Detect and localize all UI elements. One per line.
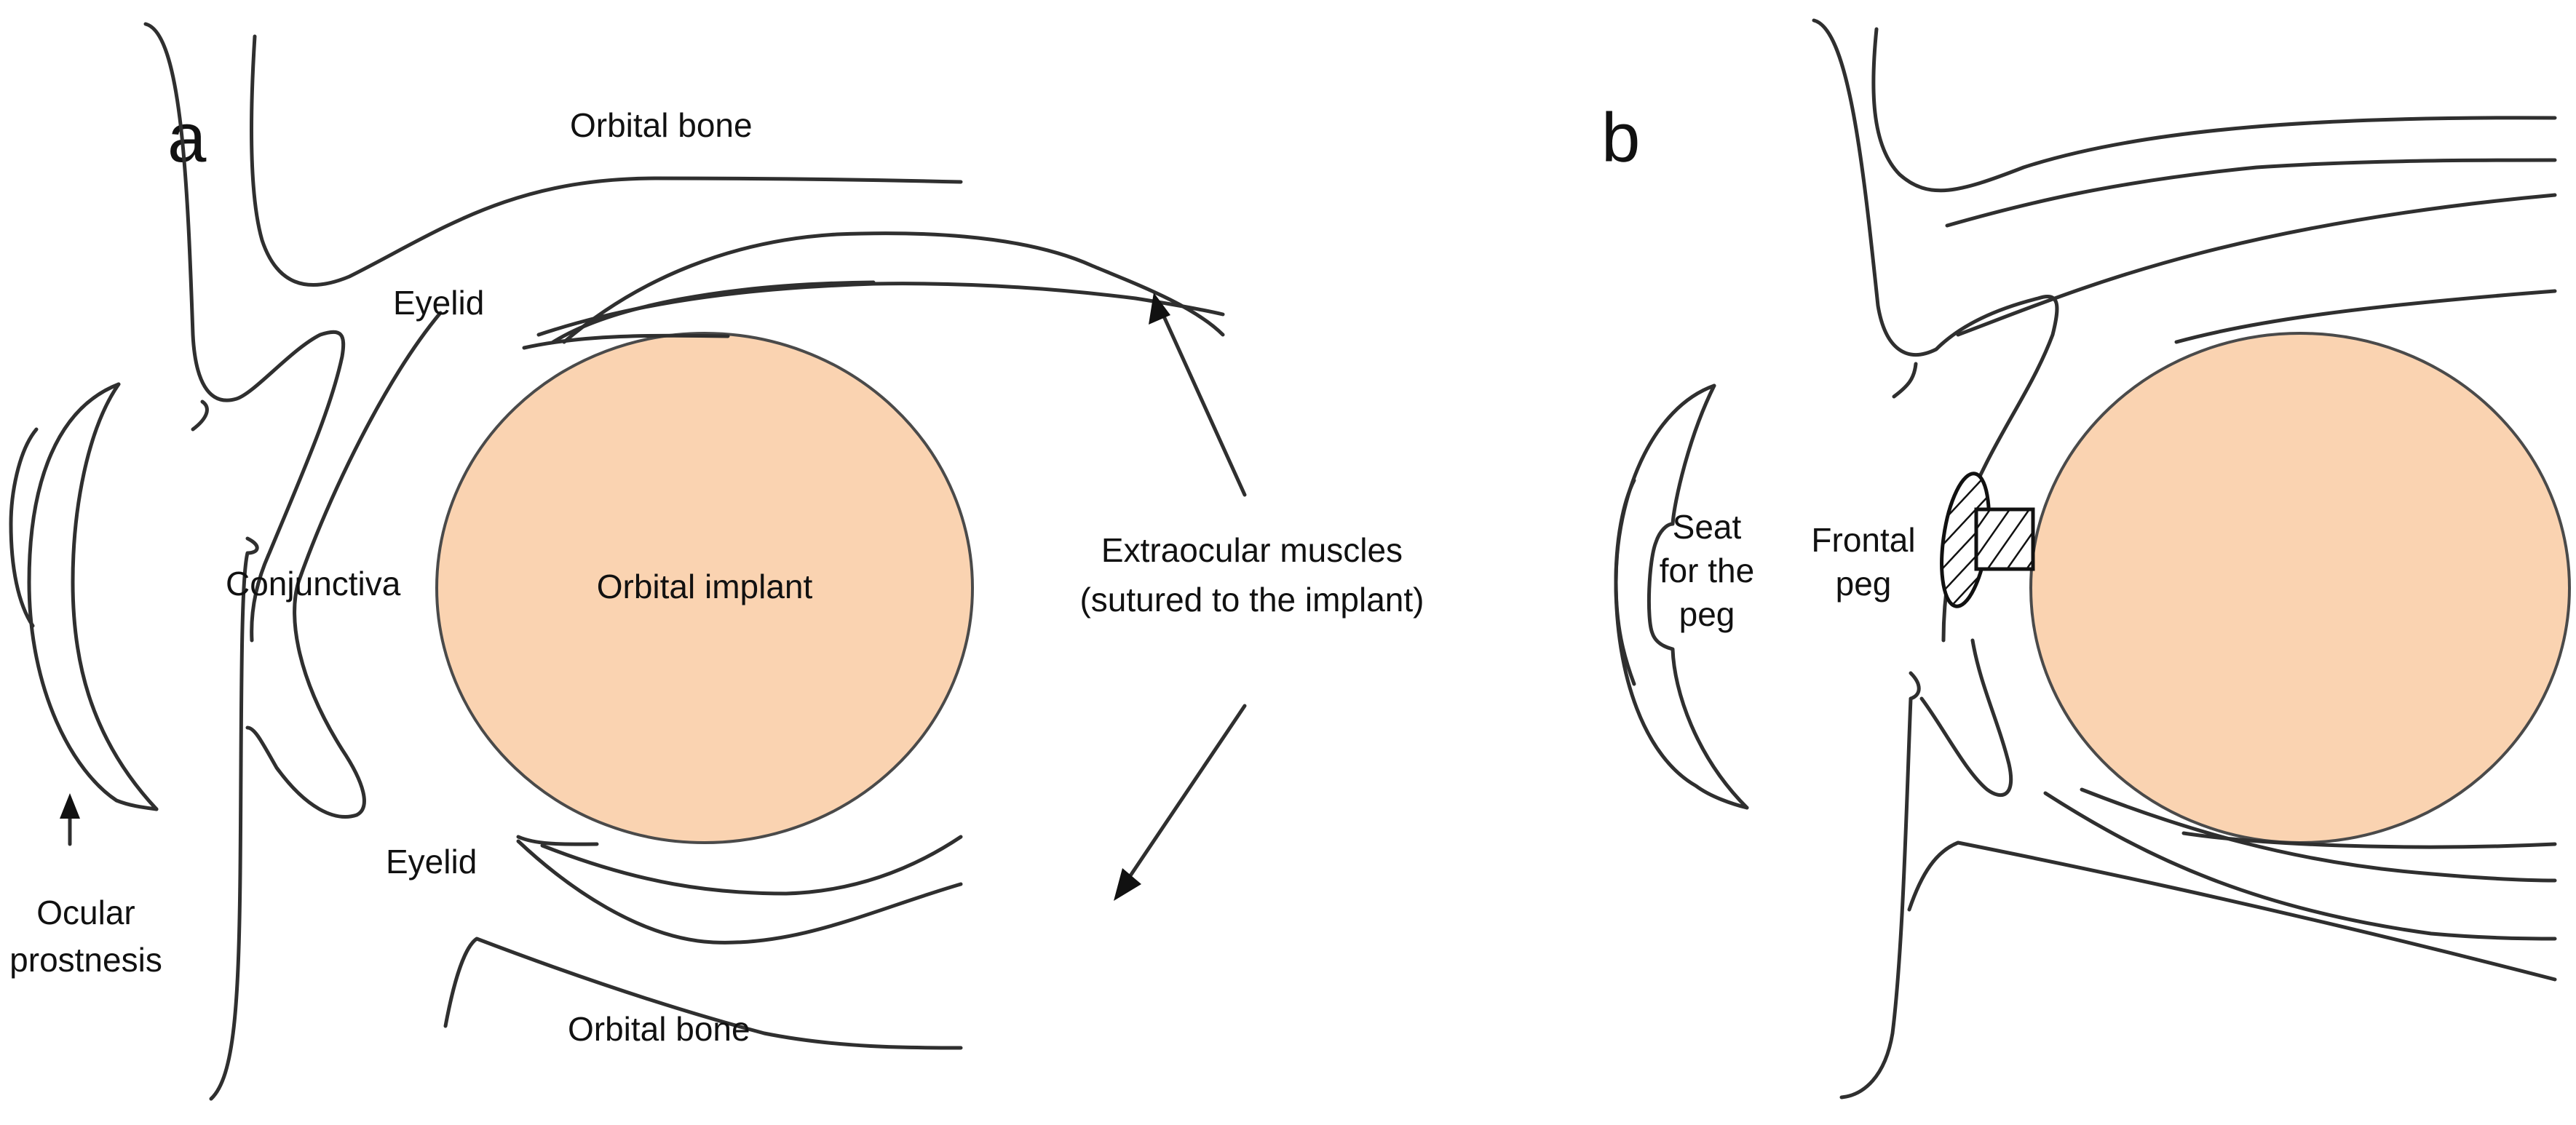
frontal-peg-body xyxy=(1974,507,2035,571)
ocular-prosthesis-outer xyxy=(27,382,159,811)
prosthesis-inner-b xyxy=(1646,383,1749,810)
upper-eyelid-contour xyxy=(143,22,346,643)
label-orbital-bone-top: Orbital bone xyxy=(570,106,753,144)
orbital-bone-top xyxy=(250,34,963,287)
upper-eyelid-tail-b xyxy=(1892,362,1918,399)
lower-muscle-attachment-b xyxy=(2181,831,2557,849)
orbital-bone-bottom-b xyxy=(1907,840,2557,982)
lower-muscle-inner xyxy=(540,835,963,896)
panel-b: b Seat for the peg F xyxy=(1601,18,2571,1100)
lower-muscle-outer-b xyxy=(2043,791,2557,941)
extraocular-arrow-up xyxy=(1149,293,1247,497)
orbital-bone-top-b xyxy=(1871,27,2557,193)
conjunctiva-contour-b xyxy=(1919,638,2013,798)
lower-muscle-attachment xyxy=(516,835,599,846)
label-extraocular-line2: (sutured to the implant) xyxy=(1079,581,1424,619)
upper-eyelid-tail xyxy=(191,399,209,432)
lower-eyelid-contour xyxy=(209,536,259,1101)
label-frontal-line2: peg xyxy=(1836,565,1892,603)
orbital-implant xyxy=(435,332,974,844)
label-extraocular-line1: Extraocular muscles xyxy=(1101,531,1403,569)
label-ocular-line1: Ocular xyxy=(36,894,135,931)
orbital-bone-bottom xyxy=(443,937,963,1050)
label-orbital-bone-bottom: Orbital bone xyxy=(568,1010,750,1048)
ocular-prosthesis-cornea xyxy=(9,427,39,628)
upper-muscle-attachment xyxy=(522,333,730,350)
label-seat-line1: Seat xyxy=(1673,508,1742,546)
lower-muscle-inner-b xyxy=(2080,787,2557,883)
conjunctiva-contour xyxy=(245,311,443,819)
upper-muscle-attachment-b xyxy=(2174,289,2557,344)
label-frontal-line1: Frontal xyxy=(1811,521,1915,559)
prosthesis-cornea-b xyxy=(1614,478,1636,686)
upper-muscle-outer xyxy=(562,231,1225,344)
label-conjunctiva: Conjunctiva xyxy=(226,565,401,603)
label-eyelid-bottom: Eyelid xyxy=(386,843,477,880)
panel-a: a xyxy=(9,22,1424,1101)
label-seat-line3: peg xyxy=(1679,595,1735,633)
label-ocular-line2: prostnesis xyxy=(9,941,162,979)
panel-a-label: a xyxy=(167,99,207,177)
label-orbital-implant: Orbital implant xyxy=(597,568,813,605)
lower-eyelid-contour-b xyxy=(1839,671,1921,1100)
ocular-prosthesis-arrow xyxy=(60,793,80,846)
upper-muscle-outer-b xyxy=(1945,158,2557,228)
orbital-implant-b xyxy=(2029,332,2571,844)
ocular-prosthesis-inner xyxy=(71,382,159,811)
upper-muscle-band xyxy=(551,280,876,344)
label-eyelid-top: Eyelid xyxy=(393,284,484,322)
panel-b-label: b xyxy=(1601,99,1640,177)
upper-muscle-band-b xyxy=(1956,193,2557,337)
label-seat-line2: for the xyxy=(1660,552,1754,589)
lower-muscle-outer xyxy=(516,839,963,945)
extraocular-arrow-down xyxy=(1114,704,1247,901)
